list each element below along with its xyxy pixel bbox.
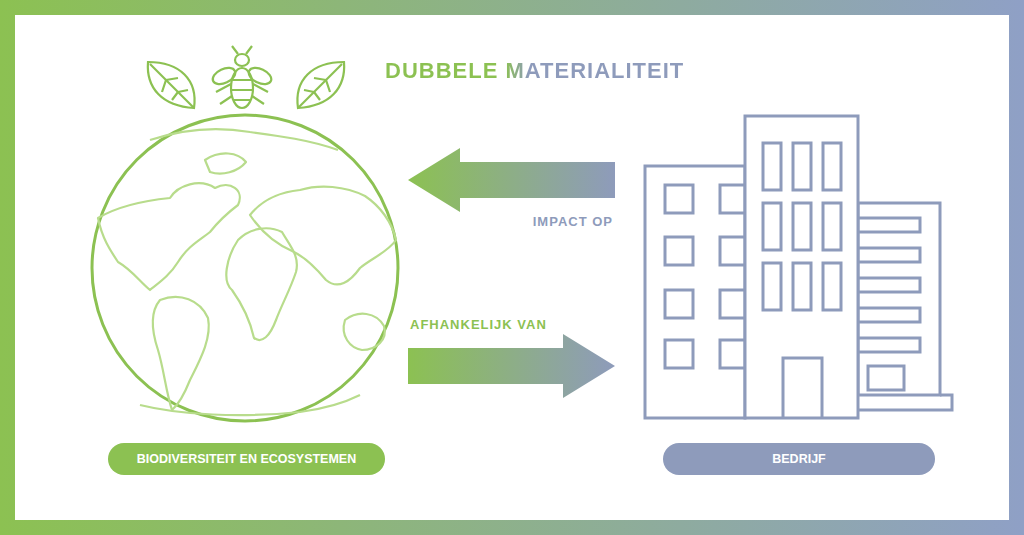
continents (98, 129, 396, 415)
antarctica (140, 395, 360, 415)
greenland (205, 153, 246, 173)
africa (226, 228, 297, 340)
bee (210, 46, 274, 108)
label-pill: BEDRIJF (663, 443, 935, 475)
ecosystem-node: BIODIVERSITEIT EN ECOSYSTEMEN (95, 40, 405, 480)
arrow-label: IMPACT OP (531, 214, 615, 229)
eurasia (250, 187, 396, 285)
flow-arrow (408, 148, 615, 212)
diagram-title: DUBBELE MATERIALITEIT (385, 58, 684, 84)
leaf-right (297, 62, 344, 108)
arrow-label: AFHANKELIJK VAN (408, 317, 549, 332)
south-america (153, 297, 209, 410)
company-node: BEDRIJF (618, 40, 955, 480)
north-america (98, 183, 240, 290)
globe-outline (92, 115, 398, 421)
flow-arrow (408, 334, 615, 398)
leaf-left (148, 62, 195, 108)
australia (344, 314, 385, 350)
label-pill: BIODIVERSITEIT EN ECOSYSTEMEN (108, 443, 385, 475)
arctic (150, 129, 338, 150)
building (645, 116, 952, 418)
globe (92, 115, 398, 421)
